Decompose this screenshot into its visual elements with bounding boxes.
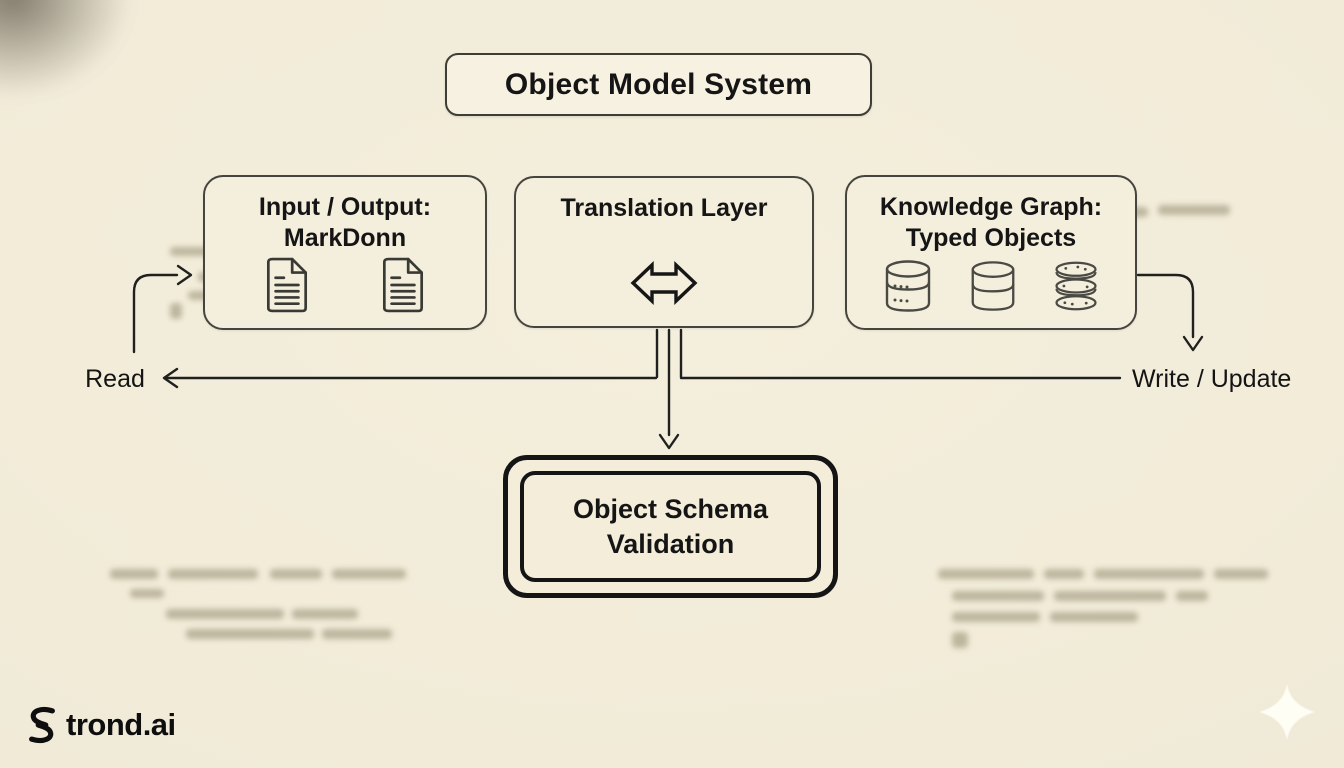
brand-name: trond.ai <box>66 707 176 742</box>
diagram-title-box: Object Model System <box>445 53 872 116</box>
database-icon <box>971 261 1015 311</box>
top-left-smudge <box>0 0 132 98</box>
diagram-title: Object Model System <box>504 67 813 101</box>
flow-box-input-output: Input / Output: MarkDonn <box>203 175 487 330</box>
validation-box-inner: Object Schema Validation <box>520 471 821 582</box>
box-title: Translation Layer <box>560 194 768 222</box>
box-title: Input / Output: MarkDonn <box>258 193 432 252</box>
arrowhead-down-icon <box>1182 335 1204 352</box>
arrowhead-left-icon <box>162 367 179 389</box>
arrowhead-right-icon <box>176 264 193 286</box>
document-icon <box>382 257 424 313</box>
flow-box-knowledge-graph: Knowledge Graph: Typed Objects <box>845 175 1137 330</box>
validation-title-line2: Validation <box>606 528 735 559</box>
flow-box-translation-layer: Translation Layer <box>514 176 814 328</box>
brand-logo-icon <box>29 706 55 744</box>
validation-box-outer: Object Schema Validation <box>503 455 838 598</box>
box-title: Knowledge Graph: Typed Objects <box>879 193 1103 252</box>
connector-write-down-elbow <box>1136 273 1195 339</box>
brand-logo: trond.ai <box>26 706 176 744</box>
edge-label-read: Read <box>85 365 145 393</box>
validation-title-line1: Object Schema <box>572 493 769 524</box>
sparkle-icon <box>1259 684 1315 740</box>
connector-read-up-elbow <box>132 273 179 354</box>
double-headed-arrow-icon <box>630 261 698 305</box>
edge-label-write-update: Write / Update <box>1132 365 1292 393</box>
database-dots-icon <box>885 260 931 312</box>
document-icon <box>266 257 308 313</box>
database-stack-icon <box>1055 261 1097 311</box>
arrowhead-down-icon <box>658 433 680 450</box>
